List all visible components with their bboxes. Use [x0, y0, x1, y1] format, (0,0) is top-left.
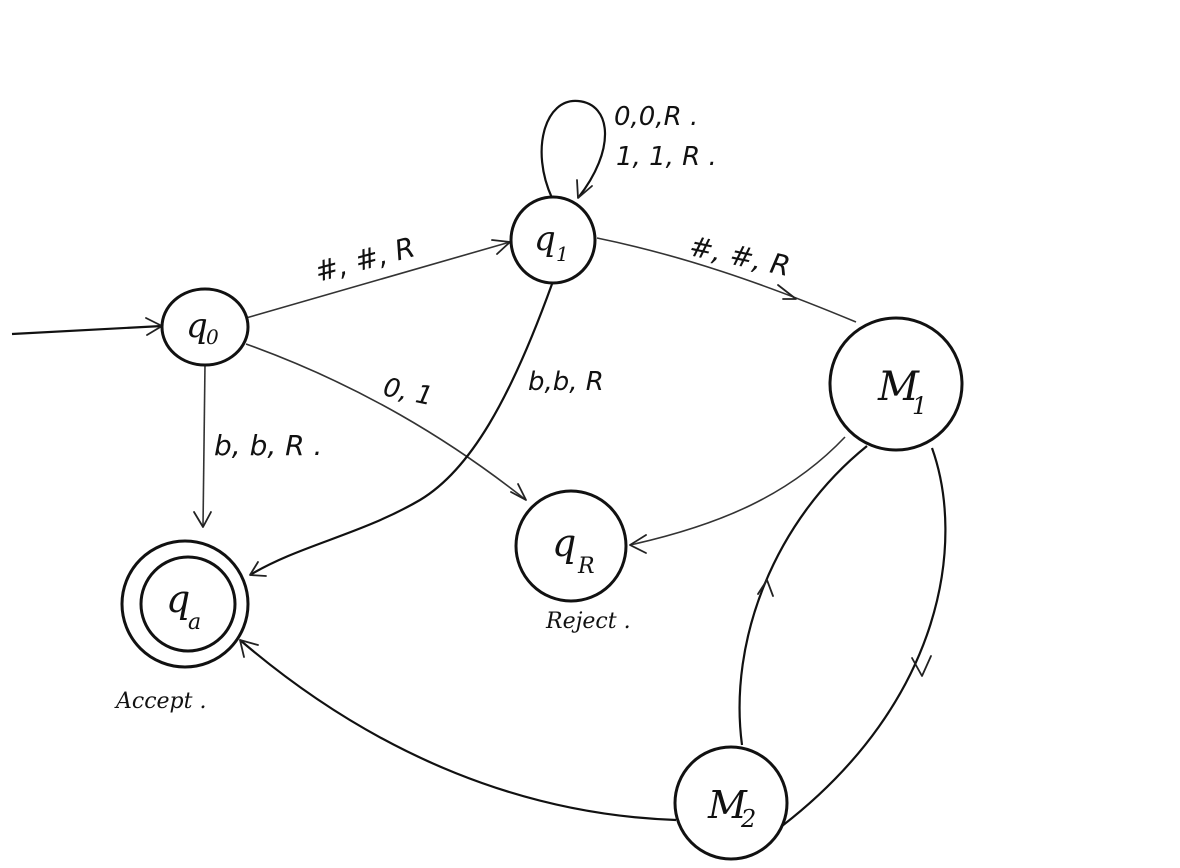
state-qr-label: q — [552, 521, 576, 565]
label-q1-to-qa: b,b, R — [528, 367, 604, 397]
reject-note: Reject . — [545, 609, 631, 634]
state-qr: q R — [514, 489, 628, 603]
label-q1-to-m1: #, #, R — [687, 230, 794, 283]
edge-m2-to-qa — [239, 639, 677, 822]
state-q0-label: q — [186, 306, 208, 346]
edge-q1-to-m1 — [596, 237, 857, 323]
state-m1: M 1 — [828, 316, 964, 452]
state-qr-subscript: R — [577, 554, 595, 579]
edge-m1-to-qr — [629, 436, 846, 554]
label-q1-loop-line2: 1, 1, R . — [616, 142, 717, 172]
state-q1-label: q — [534, 219, 556, 259]
state-q0: q 0 — [160, 287, 250, 367]
state-q0-subscript: 0 — [206, 325, 219, 349]
state-m2-subscript: 2 — [740, 805, 756, 833]
state-q1: q 1 — [509, 195, 597, 285]
label-q0-to-qa: b, b, R . — [214, 429, 322, 462]
edge-m2-to-m1 — [738, 445, 868, 746]
edge-q0-to-qr — [245, 343, 527, 501]
label-q0-to-qr: 0, 1 — [381, 373, 436, 413]
label-q1-loop-line1: 0,0,R . — [614, 102, 698, 132]
state-q1-subscript: 1 — [556, 242, 569, 266]
edge-q1-self-loop — [540, 99, 607, 199]
state-m2-label: M — [707, 783, 748, 827]
label-q0-to-q1: #, #, R — [311, 230, 418, 288]
accept-note: Accept . — [114, 689, 206, 714]
state-m1-label: M — [877, 364, 920, 410]
state-qa-accept: q a — [120, 539, 250, 669]
edge-m1-to-m2 — [781, 447, 947, 827]
state-m2: M 2 — [673, 745, 789, 861]
edge-q1-to-qa — [249, 283, 554, 577]
state-m1-subscript: 1 — [912, 392, 927, 420]
state-qa-subscript: a — [188, 610, 201, 635]
state-qa-label: q — [166, 577, 190, 621]
edge-q0-to-qa — [193, 363, 212, 528]
start-arrow — [11, 317, 163, 336]
